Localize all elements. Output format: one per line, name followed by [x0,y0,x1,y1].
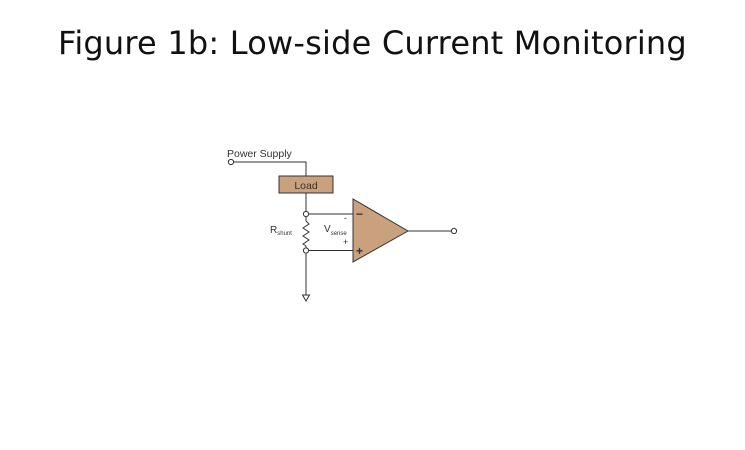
shunt-resistor [302,220,310,247]
sense-minus-label: - [344,213,347,223]
sense-plus-label: + [343,237,348,247]
node-top [302,210,310,218]
vsense-sub: sense [331,231,348,237]
ground-arrow-icon [301,294,311,302]
op-amp [352,198,410,263]
rshunt-main: R [270,225,277,236]
power-supply-terminal [227,158,235,166]
load-box [278,175,334,194]
rshunt-sub: shunt [277,231,292,237]
node-bottom [302,247,310,254]
output-terminal [450,227,458,235]
power-supply-wire [233,161,307,176]
load-label: Load [294,180,318,192]
vsense-label: Vsense [324,224,347,237]
vsense-main: V [324,224,331,235]
rshunt-label: Rshunt [270,225,292,237]
opamp-minus-label: − [356,207,363,221]
page-title: Figure 1b: Low-side Current Monitoring [58,24,687,62]
opamp-plus-label: + [356,244,363,258]
power-supply-label: Power Supply [227,148,293,160]
